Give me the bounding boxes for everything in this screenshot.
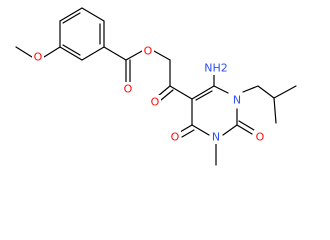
ketone-o-label: O bbox=[151, 96, 160, 109]
atom-label-ester-carbonyl-o: O bbox=[122, 82, 134, 96]
ester-group bbox=[103, 46, 171, 83]
atom-label-c4-o: O bbox=[169, 130, 181, 144]
amino-n-label: NH2 bbox=[204, 62, 228, 75]
atom-label-ring-n1: N bbox=[231, 93, 243, 107]
ring-n3-label: N bbox=[212, 131, 220, 144]
structure-diagram: O O O O NH2 N N O O bbox=[15, 7, 297, 166]
methoxy-group bbox=[15, 46, 61, 58]
c2-o-label: O bbox=[256, 131, 265, 144]
c4-carbonyl bbox=[179, 124, 195, 138]
ring-n1-label: N bbox=[233, 94, 241, 107]
benzene-ring bbox=[59, 7, 105, 61]
pyrimidine-ring bbox=[191, 85, 238, 136]
c2-carbonyl bbox=[236, 120, 255, 135]
atom-label-c2-o: O bbox=[254, 130, 266, 144]
ester-carbonyl-o-label: O bbox=[124, 83, 133, 96]
methoxy-o-label: O bbox=[34, 51, 43, 64]
atom-label-ester-o: O bbox=[142, 44, 154, 58]
ketone-linker bbox=[157, 59, 193, 101]
c4-o-label: O bbox=[171, 131, 180, 144]
atom-label-ring-n3: N bbox=[210, 130, 222, 144]
isobutyl-group bbox=[242, 85, 297, 124]
atom-label-ketone-o: O bbox=[149, 95, 161, 109]
ester-o-label: O bbox=[144, 45, 153, 58]
atom-label-amino-n: NH2 bbox=[203, 61, 229, 75]
atom-label-methoxy-o: O bbox=[32, 50, 44, 64]
